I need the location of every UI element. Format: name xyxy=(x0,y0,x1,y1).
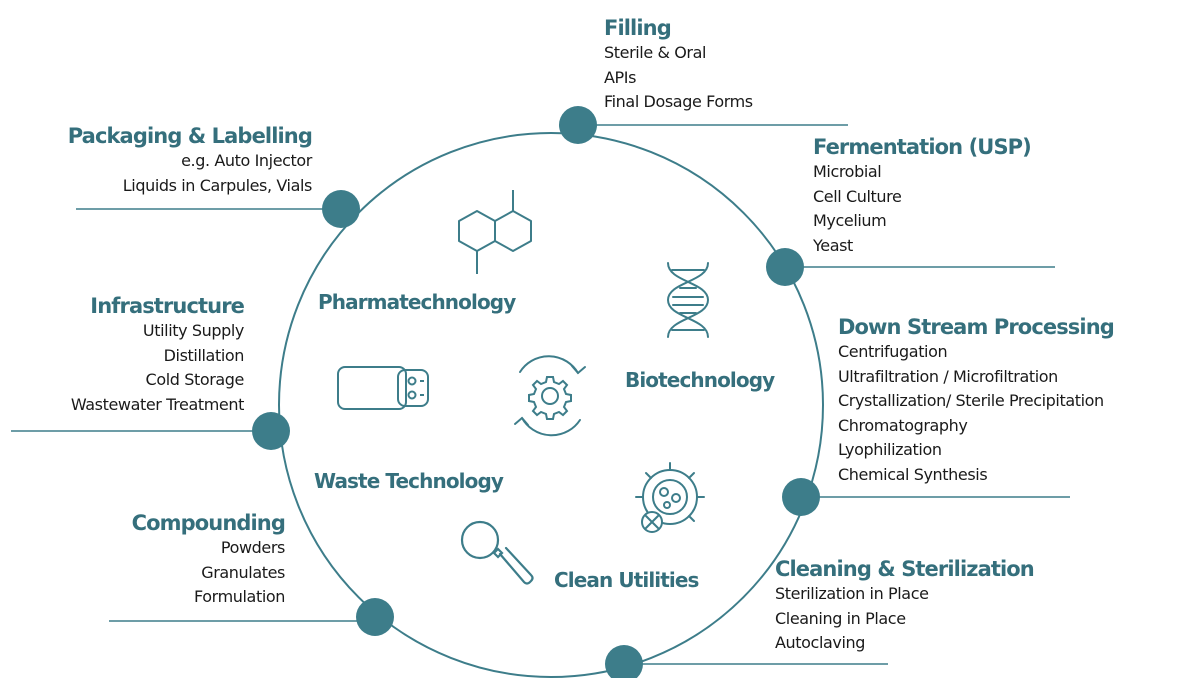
dna-icon xyxy=(666,262,710,338)
molecule-icon xyxy=(458,190,532,274)
fermentation-node xyxy=(766,248,804,286)
compounding-title: Compounding xyxy=(131,511,286,535)
gear-cycle-icon xyxy=(514,355,586,437)
cell-virus-icon xyxy=(635,462,705,533)
packaging-node xyxy=(322,190,360,228)
cleaning-title: Cleaning & Sterilization xyxy=(775,557,1035,581)
cleaning-item: Sterilization in Place xyxy=(775,584,929,603)
fermentation-item: Mycelium xyxy=(813,211,887,230)
cleaning-item: Cleaning in Place xyxy=(775,608,906,628)
compounding-item: Formulation xyxy=(194,587,285,606)
process-ring xyxy=(278,132,824,678)
battery-icon xyxy=(337,366,429,410)
compounding-block: Compounding Powders Granulates Formulati… xyxy=(131,510,286,610)
downstream-node xyxy=(782,478,820,516)
filling-item: APIs xyxy=(604,67,637,87)
fermentation-item: Microbial xyxy=(813,162,882,181)
infrastructure-item: Utility Supply xyxy=(142,321,244,340)
fermentation-item: Cell Culture xyxy=(813,186,902,206)
filling-node xyxy=(559,106,597,144)
infrastructure-node xyxy=(252,412,290,450)
infrastructure-item: Wastewater Treatment xyxy=(70,394,245,414)
infrastructure-title: Infrastructure xyxy=(90,294,245,318)
cleaning-block: Cleaning & Sterilization Sterilization i… xyxy=(775,556,1035,656)
filling-title: Filling xyxy=(604,16,672,40)
pharmatechnology-label: Pharmatechnology xyxy=(318,290,516,314)
clean-utilities-label: Clean Utilities xyxy=(554,568,699,592)
waste-technology-label: Waste Technology xyxy=(314,469,504,493)
packaging-item: e.g. Auto Injector xyxy=(181,151,312,170)
filling-block: Filling Sterile & Oral APIs Final Dosage… xyxy=(604,15,753,115)
compounding-node xyxy=(356,598,394,636)
fermentation-item: Yeast xyxy=(813,235,853,255)
fermentation-title: Fermentation (USP) xyxy=(813,135,1032,159)
filling-item: Final Dosage Forms xyxy=(604,92,753,111)
infrastructure-item: Distillation xyxy=(163,345,245,365)
packaging-block: Packaging & Labelling e.g. Auto Injector… xyxy=(67,123,313,198)
downstream-item: Centrifugation xyxy=(838,342,948,361)
downstream-item: Chemical Synthesis xyxy=(838,464,988,484)
compounding-item: Powders xyxy=(220,538,285,557)
cleaning-item: Autoclaving xyxy=(775,633,866,652)
packaging-item: Liquids in Carpules, Vials xyxy=(122,175,313,195)
downstream-item: Ultrafiltration / Microfiltration xyxy=(838,366,1058,386)
downstream-item: Lyophilization xyxy=(838,440,942,459)
downstream-item: Chromatography xyxy=(838,415,968,435)
infrastructure-block: Infrastructure Utility Supply Distillati… xyxy=(70,293,245,417)
compounding-item: Granulates xyxy=(201,562,285,582)
downstream-block: Down Stream Processing Centrifugation Ul… xyxy=(838,314,1115,487)
downstream-title: Down Stream Processing xyxy=(838,315,1115,339)
packaging-title: Packaging & Labelling xyxy=(67,124,313,148)
magnifier-icon xyxy=(460,520,534,585)
downstream-item: Crystallization/ Sterile Precipitation xyxy=(838,391,1104,410)
biotechnology-label: Biotechnology xyxy=(625,368,775,392)
infrastructure-item: Cold Storage xyxy=(145,370,245,389)
fermentation-block: Fermentation (USP) Microbial Cell Cultur… xyxy=(813,134,1032,258)
cleaning-node xyxy=(605,645,643,678)
filling-item: Sterile & Oral xyxy=(604,43,707,62)
